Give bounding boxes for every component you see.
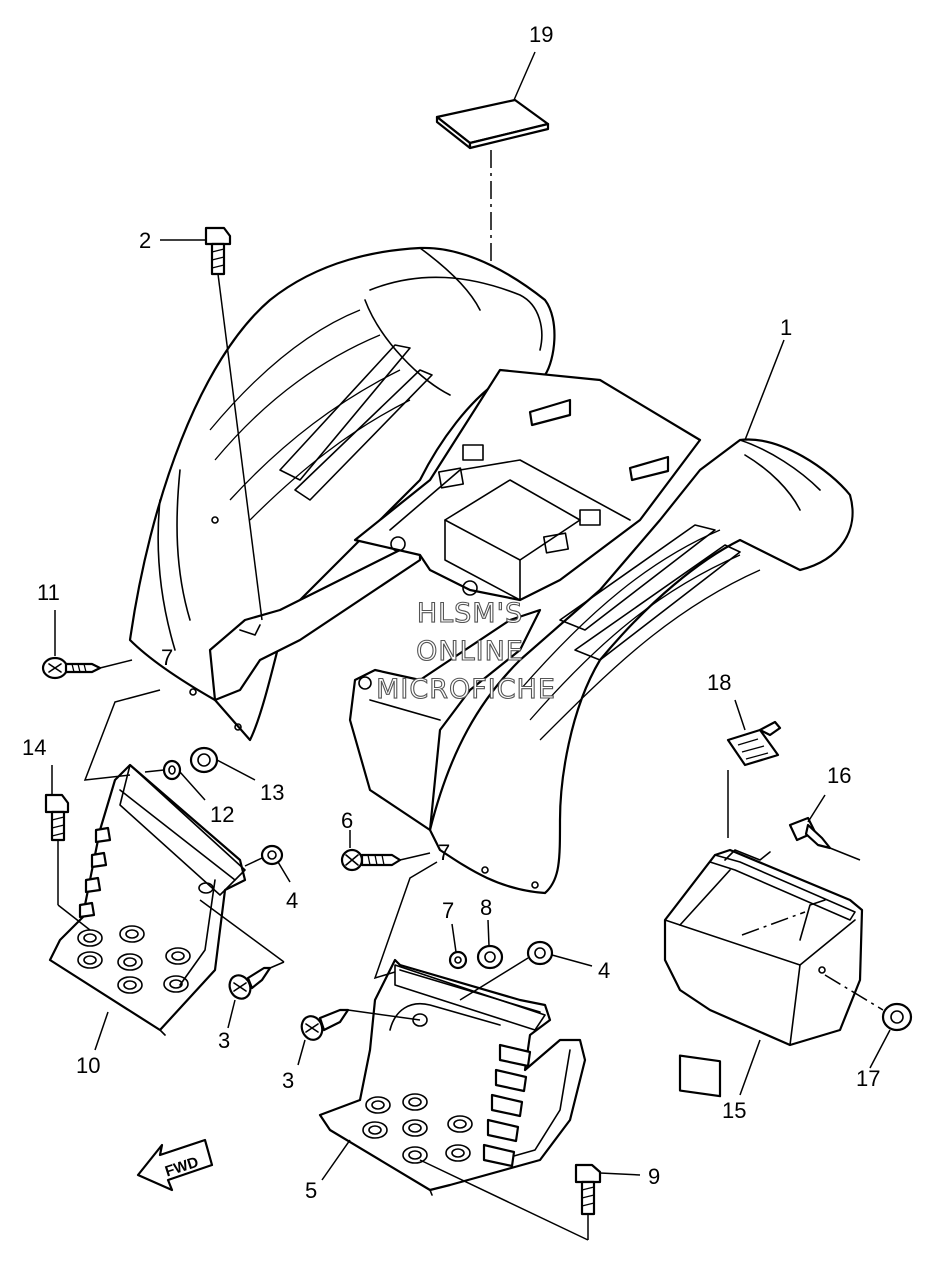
leader-7-right: [373, 861, 438, 980]
callout-3-right: 3: [282, 1068, 294, 1093]
callout-14: 14: [22, 735, 46, 760]
leader-5: [321, 1139, 351, 1181]
part-18-clip: [726, 699, 782, 838]
part-4-right-nut: [459, 940, 593, 1001]
callout-12: 12: [210, 802, 234, 827]
leader-19-top: [513, 51, 536, 101]
callout-13: 13: [260, 780, 284, 805]
leader-15: [739, 1039, 761, 1096]
callout-1: 1: [780, 315, 792, 340]
callout-11: 11: [37, 580, 60, 605]
part-16-screw: [788, 794, 861, 861]
part-2-bolt: [160, 226, 263, 621]
callout-6: 6: [341, 808, 353, 833]
watermark-line-3: MICROFICHE: [376, 674, 556, 705]
part-11-screw: [41, 610, 133, 680]
watermark-line-1: HLSM'S: [417, 598, 523, 629]
part-14-bolt: [44, 765, 91, 931]
part-15-box: [663, 848, 864, 1098]
part-8-nut: [476, 919, 504, 970]
callout-7-center: 7: [442, 898, 454, 923]
leader-1: [744, 339, 785, 441]
callout-labels: 19 2 1 11 7 14 13 12 6 7 4 7 8 4 3 10 3 …: [22, 22, 880, 1203]
callout-17: 17: [856, 1066, 880, 1091]
callout-15: 15: [722, 1098, 746, 1123]
part-3-right-screw: [297, 1008, 421, 1066]
callout-16: 16: [827, 763, 851, 788]
callout-10: 10: [76, 1053, 100, 1078]
leader-10: [94, 1011, 109, 1051]
callout-8: 8: [480, 895, 492, 920]
part-6-screw: [340, 830, 431, 872]
part-17-nut: [824, 974, 913, 1069]
callout-19: 19: [529, 22, 553, 47]
callout-2: 2: [139, 228, 151, 253]
leader-7-left: [83, 689, 161, 781]
callout-7-right: 7: [438, 840, 450, 865]
part-13-nut: [189, 746, 256, 781]
callout-5: 5: [305, 1178, 317, 1203]
part-9-bolt: [419, 1159, 641, 1241]
callout-3-left: 3: [218, 1028, 230, 1053]
watermark-line-2: ONLINE: [416, 636, 524, 667]
part-4-left-nut: [244, 844, 291, 883]
part-3-left-screw: [199, 899, 285, 1029]
fwd-direction-arrow: FWD: [136, 1138, 214, 1192]
part-19-pad: [435, 98, 550, 150]
callout-9: 9: [648, 1164, 660, 1189]
callout-4-left: 4: [286, 888, 298, 913]
watermark: HLSM'S ONLINE MICROFICHE: [376, 597, 556, 705]
part-12-washer: [144, 759, 206, 801]
callout-7-left: 7: [161, 645, 173, 670]
callout-18: 18: [707, 670, 731, 695]
part-7-center-washer: [448, 923, 468, 970]
part-10-left-mudguard: [48, 763, 247, 1036]
callout-4-right: 4: [598, 958, 610, 983]
leader-box-inner: [741, 911, 806, 936]
part-1-rear-fender: [128, 246, 854, 895]
part-5-right-mudguard: [318, 958, 587, 1196]
